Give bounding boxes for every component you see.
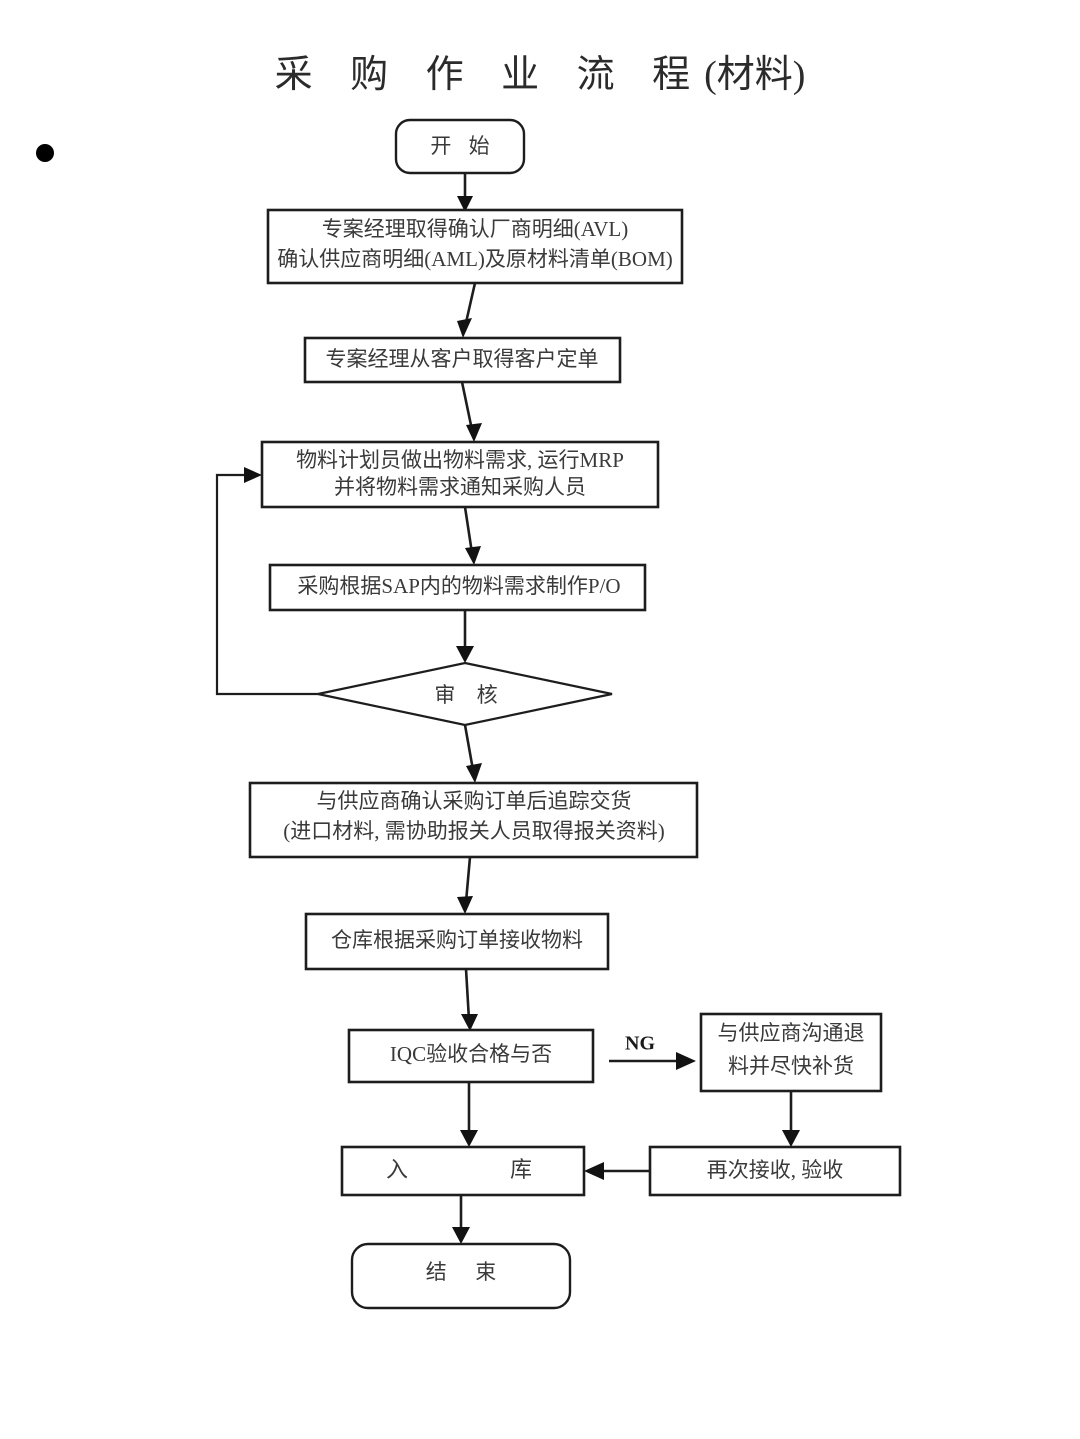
- arrow-head-icon: [457, 318, 472, 338]
- edge-mrp-to-sap-po: [463, 506, 481, 565]
- node-warehouse-receive-shape: [304, 912, 610, 971]
- node-start[interactable]: 开 始: [394, 118, 526, 175]
- page-title: 采 购 作 业 流 程(材料): [275, 54, 806, 96]
- node-mrp-line1: 物料计划员做出物料需求, 运行MRP: [296, 448, 624, 472]
- edge-iqc-to-return-material: NG: [609, 1033, 696, 1070]
- bullet-dot-icon: [36, 144, 54, 162]
- node-mrp-line2: 并将物料需求通知采购人员: [334, 475, 586, 499]
- node-start-label: 开 始: [430, 134, 495, 158]
- node-avl-aml-bom-line2: 确认供应商明细(AML)及原材料清单(BOM): [277, 247, 672, 271]
- edge-return-material-to-recheck: [782, 1091, 800, 1147]
- node-confirm-po-line2: (进口材料, 需协助报关人员取得报关资料): [283, 819, 665, 843]
- arrow-head-icon: [466, 763, 482, 783]
- node-sap-po[interactable]: 采购根据SAP内的物料需求制作P/O: [268, 563, 647, 612]
- node-avl-aml-bom[interactable]: 专案经理取得确认厂商明细(AVL) 确认供应商明细(AML)及原材料清单(BOM…: [266, 208, 684, 285]
- edge-sap-po-to-review: [456, 610, 474, 663]
- edge-stock-in-to-end: [452, 1195, 470, 1244]
- node-review-label: 审 核: [434, 683, 505, 707]
- node-end-shape: [350, 1242, 572, 1310]
- node-recheck-label: 再次接收, 验收: [707, 1158, 844, 1182]
- page-title-main: 采 购 作 业 流 程: [275, 54, 705, 96]
- node-warehouse-receive[interactable]: 仓库根据采购订单接收物料: [304, 912, 610, 971]
- node-recheck-shape: [648, 1145, 902, 1197]
- edge-recheck-to-stock-in: [584, 1162, 650, 1180]
- node-customer-po-label: 专案经理从客户取得客户定单: [326, 347, 599, 371]
- node-stock-in-shape: [340, 1145, 586, 1197]
- arrow-head-icon: [244, 467, 262, 483]
- edge-review-feedback-to-mrp: [215, 467, 318, 696]
- node-stock-in-label: 入 库: [386, 1157, 548, 1182]
- arrow-head-icon: [782, 1130, 800, 1147]
- arrow-head-icon: [676, 1052, 696, 1070]
- edge-warehouse-to-iqc: [461, 968, 478, 1031]
- node-customer-po-shape: [303, 336, 622, 384]
- arrow-head-icon: [456, 646, 474, 663]
- node-avl-aml-bom-shape: [266, 208, 684, 285]
- edge-iqc-to-stock-in: [460, 1082, 478, 1147]
- arrow-head-icon: [461, 1014, 478, 1031]
- node-return-material[interactable]: 与供应商沟通退 料并尽快补货: [699, 1012, 883, 1093]
- node-review-decision[interactable]: 审 核: [317, 661, 613, 727]
- page-title-suffix: (材料): [704, 54, 805, 96]
- node-start-shape: [394, 118, 526, 175]
- arrow-head-icon: [457, 196, 473, 212]
- node-warehouse-receive-label: 仓库根据采购订单接收物料: [331, 928, 583, 952]
- edge-confirm-po-to-warehouse: [457, 856, 473, 914]
- arrow-head-icon: [460, 1130, 478, 1147]
- edge-label-ng: NG: [625, 1033, 655, 1055]
- node-confirm-po-shape: [248, 781, 699, 859]
- node-end[interactable]: 结 束: [350, 1242, 572, 1310]
- node-recheck[interactable]: 再次接收, 验收: [648, 1145, 902, 1197]
- node-end-label: 结 束: [426, 1260, 503, 1284]
- arrow-head-icon: [465, 546, 481, 565]
- node-customer-po[interactable]: 专案经理从客户取得客户定单: [303, 336, 622, 384]
- node-return-material-line1: 与供应商沟通退: [718, 1021, 865, 1045]
- node-return-material-line2: 料并尽快补货: [728, 1054, 854, 1078]
- node-iqc-label: IQC验收合格与否: [390, 1042, 552, 1066]
- edge-start-to-avl: [457, 173, 473, 212]
- node-avl-aml-bom-line1: 专案经理取得确认厂商明细(AVL): [322, 217, 628, 241]
- node-confirm-po-line1: 与供应商确认采购订单后追踪交货: [317, 789, 632, 813]
- node-confirm-po[interactable]: 与供应商确认采购订单后追踪交货 (进口材料, 需协助报关人员取得报关资料): [248, 781, 699, 859]
- node-stock-in[interactable]: 入 库: [340, 1145, 586, 1197]
- node-sap-po-label: 采购根据SAP内的物料需求制作P/O: [297, 574, 620, 598]
- edge-avl-to-customer-po: [457, 282, 477, 338]
- node-mrp-shape: [260, 440, 660, 509]
- edge-review-to-confirm-po: [463, 724, 482, 783]
- node-iqc[interactable]: IQC验收合格与否: [347, 1028, 595, 1084]
- node-iqc-shape: [347, 1028, 595, 1084]
- node-sap-po-shape: [268, 563, 647, 612]
- node-mrp[interactable]: 物料计划员做出物料需求, 运行MRP 并将物料需求通知采购人员: [260, 440, 660, 509]
- node-return-material-shape: [699, 1012, 883, 1093]
- arrow-head-icon: [452, 1227, 470, 1244]
- arrow-head-icon: [584, 1162, 604, 1180]
- edge-customer-po-to-mrp: [460, 381, 482, 442]
- arrow-head-icon: [457, 896, 473, 914]
- arrow-head-icon: [466, 423, 482, 442]
